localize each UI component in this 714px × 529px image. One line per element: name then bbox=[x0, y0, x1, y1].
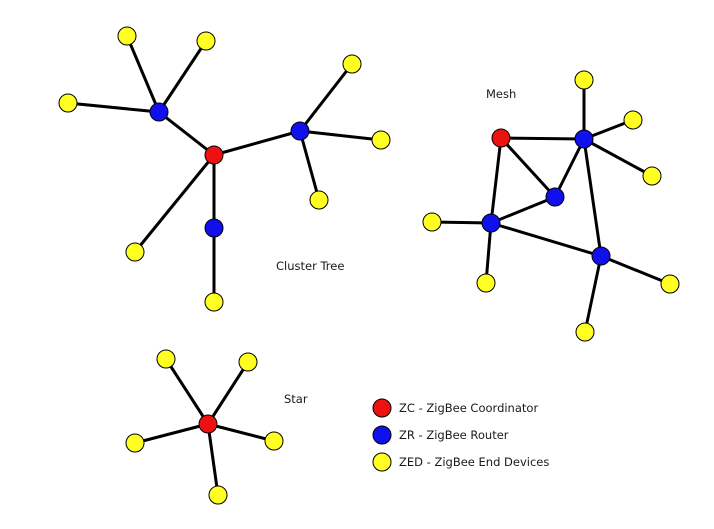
router-node-m-r2 bbox=[545, 187, 565, 207]
link-ct_r1-ct_e1 bbox=[125, 34, 161, 114]
end-device-node-m-e6 bbox=[660, 274, 680, 294]
link-ct_zc-ct_r1 bbox=[157, 110, 216, 157]
legend-coordinator-label: ZC - ZigBee Coordinator bbox=[399, 401, 538, 415]
end-device-node-ct-e4 bbox=[342, 54, 362, 74]
router-node-m-r1 bbox=[574, 129, 594, 149]
router-node-m-r3 bbox=[481, 213, 501, 233]
legend: ZC - ZigBee Coordinator ZR - ZigBee Rout… bbox=[372, 398, 549, 472]
end-device-node-m-e1 bbox=[574, 70, 594, 90]
legend-coordinator-swatch bbox=[372, 398, 392, 418]
link-s_zc-s_e4 bbox=[206, 422, 276, 443]
network-nodes bbox=[58, 26, 680, 505]
link-s_zc-s_e3 bbox=[133, 422, 210, 445]
cluster-tree-label: Cluster Tree bbox=[276, 259, 344, 273]
router-node-ct-r2 bbox=[290, 121, 310, 141]
link-m_r1-m_r2 bbox=[553, 137, 586, 199]
link-m_r1-m_e3 bbox=[582, 137, 654, 178]
end-device-node-s-e2 bbox=[238, 352, 258, 372]
legend-end-device-swatch bbox=[372, 452, 392, 472]
coordinator-node-m-zc bbox=[491, 128, 511, 148]
router-node-m-r4 bbox=[591, 246, 611, 266]
end-device-node-m-e2 bbox=[623, 110, 643, 130]
legend-router-swatch bbox=[372, 425, 392, 445]
network-links bbox=[66, 34, 672, 497]
link-m_r3-m_e4 bbox=[430, 220, 493, 225]
link-m_zc-m_r2 bbox=[499, 136, 557, 199]
end-device-node-m-e4 bbox=[422, 212, 442, 232]
link-m_r3-m_r4 bbox=[489, 221, 603, 258]
legend-end-device-label: ZED - ZigBee End Devices bbox=[399, 455, 549, 469]
end-device-node-s-e1 bbox=[156, 349, 176, 369]
link-ct_r1-ct_e3 bbox=[66, 101, 161, 114]
link-ct_r1-ct_e2 bbox=[157, 39, 208, 114]
end-device-node-m-e5 bbox=[476, 273, 496, 293]
router-node-ct-r3 bbox=[204, 218, 224, 238]
end-device-node-ct-e7 bbox=[125, 242, 145, 262]
mesh-label: Mesh bbox=[486, 87, 516, 101]
end-device-node-m-e3 bbox=[642, 166, 662, 186]
end-device-node-s-e3 bbox=[125, 433, 145, 453]
end-device-node-m-e7 bbox=[575, 322, 595, 342]
link-m_r4-m_e7 bbox=[583, 254, 603, 334]
link-m_zc-m_r3 bbox=[489, 136, 503, 225]
link-m_r2-m_r3 bbox=[489, 195, 557, 225]
coordinator-node-ct-zc bbox=[204, 145, 224, 165]
end-device-node-ct-e2 bbox=[196, 31, 216, 51]
link-s_zc-s_e2 bbox=[206, 360, 250, 426]
link-m_r3-m_e5 bbox=[484, 221, 493, 285]
end-device-node-ct-e3 bbox=[58, 93, 78, 113]
legend-router-label: ZR - ZigBee Router bbox=[399, 428, 509, 442]
link-ct_r2-ct_e5 bbox=[298, 129, 383, 142]
end-device-node-s-e5 bbox=[208, 485, 228, 505]
link-ct_r2-ct_e6 bbox=[298, 129, 321, 202]
link-s_zc-s_e1 bbox=[164, 357, 210, 426]
link-ct_r2-ct_e4 bbox=[298, 62, 354, 133]
star-label: Star bbox=[284, 392, 308, 406]
link-m_r4-m_e6 bbox=[599, 254, 672, 286]
link-ct_zc-ct_r2 bbox=[212, 129, 302, 157]
end-device-node-ct-e8 bbox=[204, 292, 224, 312]
link-s_zc-s_e5 bbox=[206, 422, 220, 497]
end-device-node-s-e4 bbox=[264, 431, 284, 451]
end-device-node-ct-e1 bbox=[117, 26, 137, 46]
end-device-node-ct-e6 bbox=[309, 190, 329, 210]
link-ct_zc-ct_e7 bbox=[133, 153, 216, 254]
link-m_zc-m_r1 bbox=[499, 136, 586, 141]
coordinator-node-s-zc bbox=[198, 414, 218, 434]
router-node-ct-r1 bbox=[149, 102, 169, 122]
end-device-node-ct-e5 bbox=[371, 130, 391, 150]
link-m_r1-m_r4 bbox=[582, 137, 603, 258]
